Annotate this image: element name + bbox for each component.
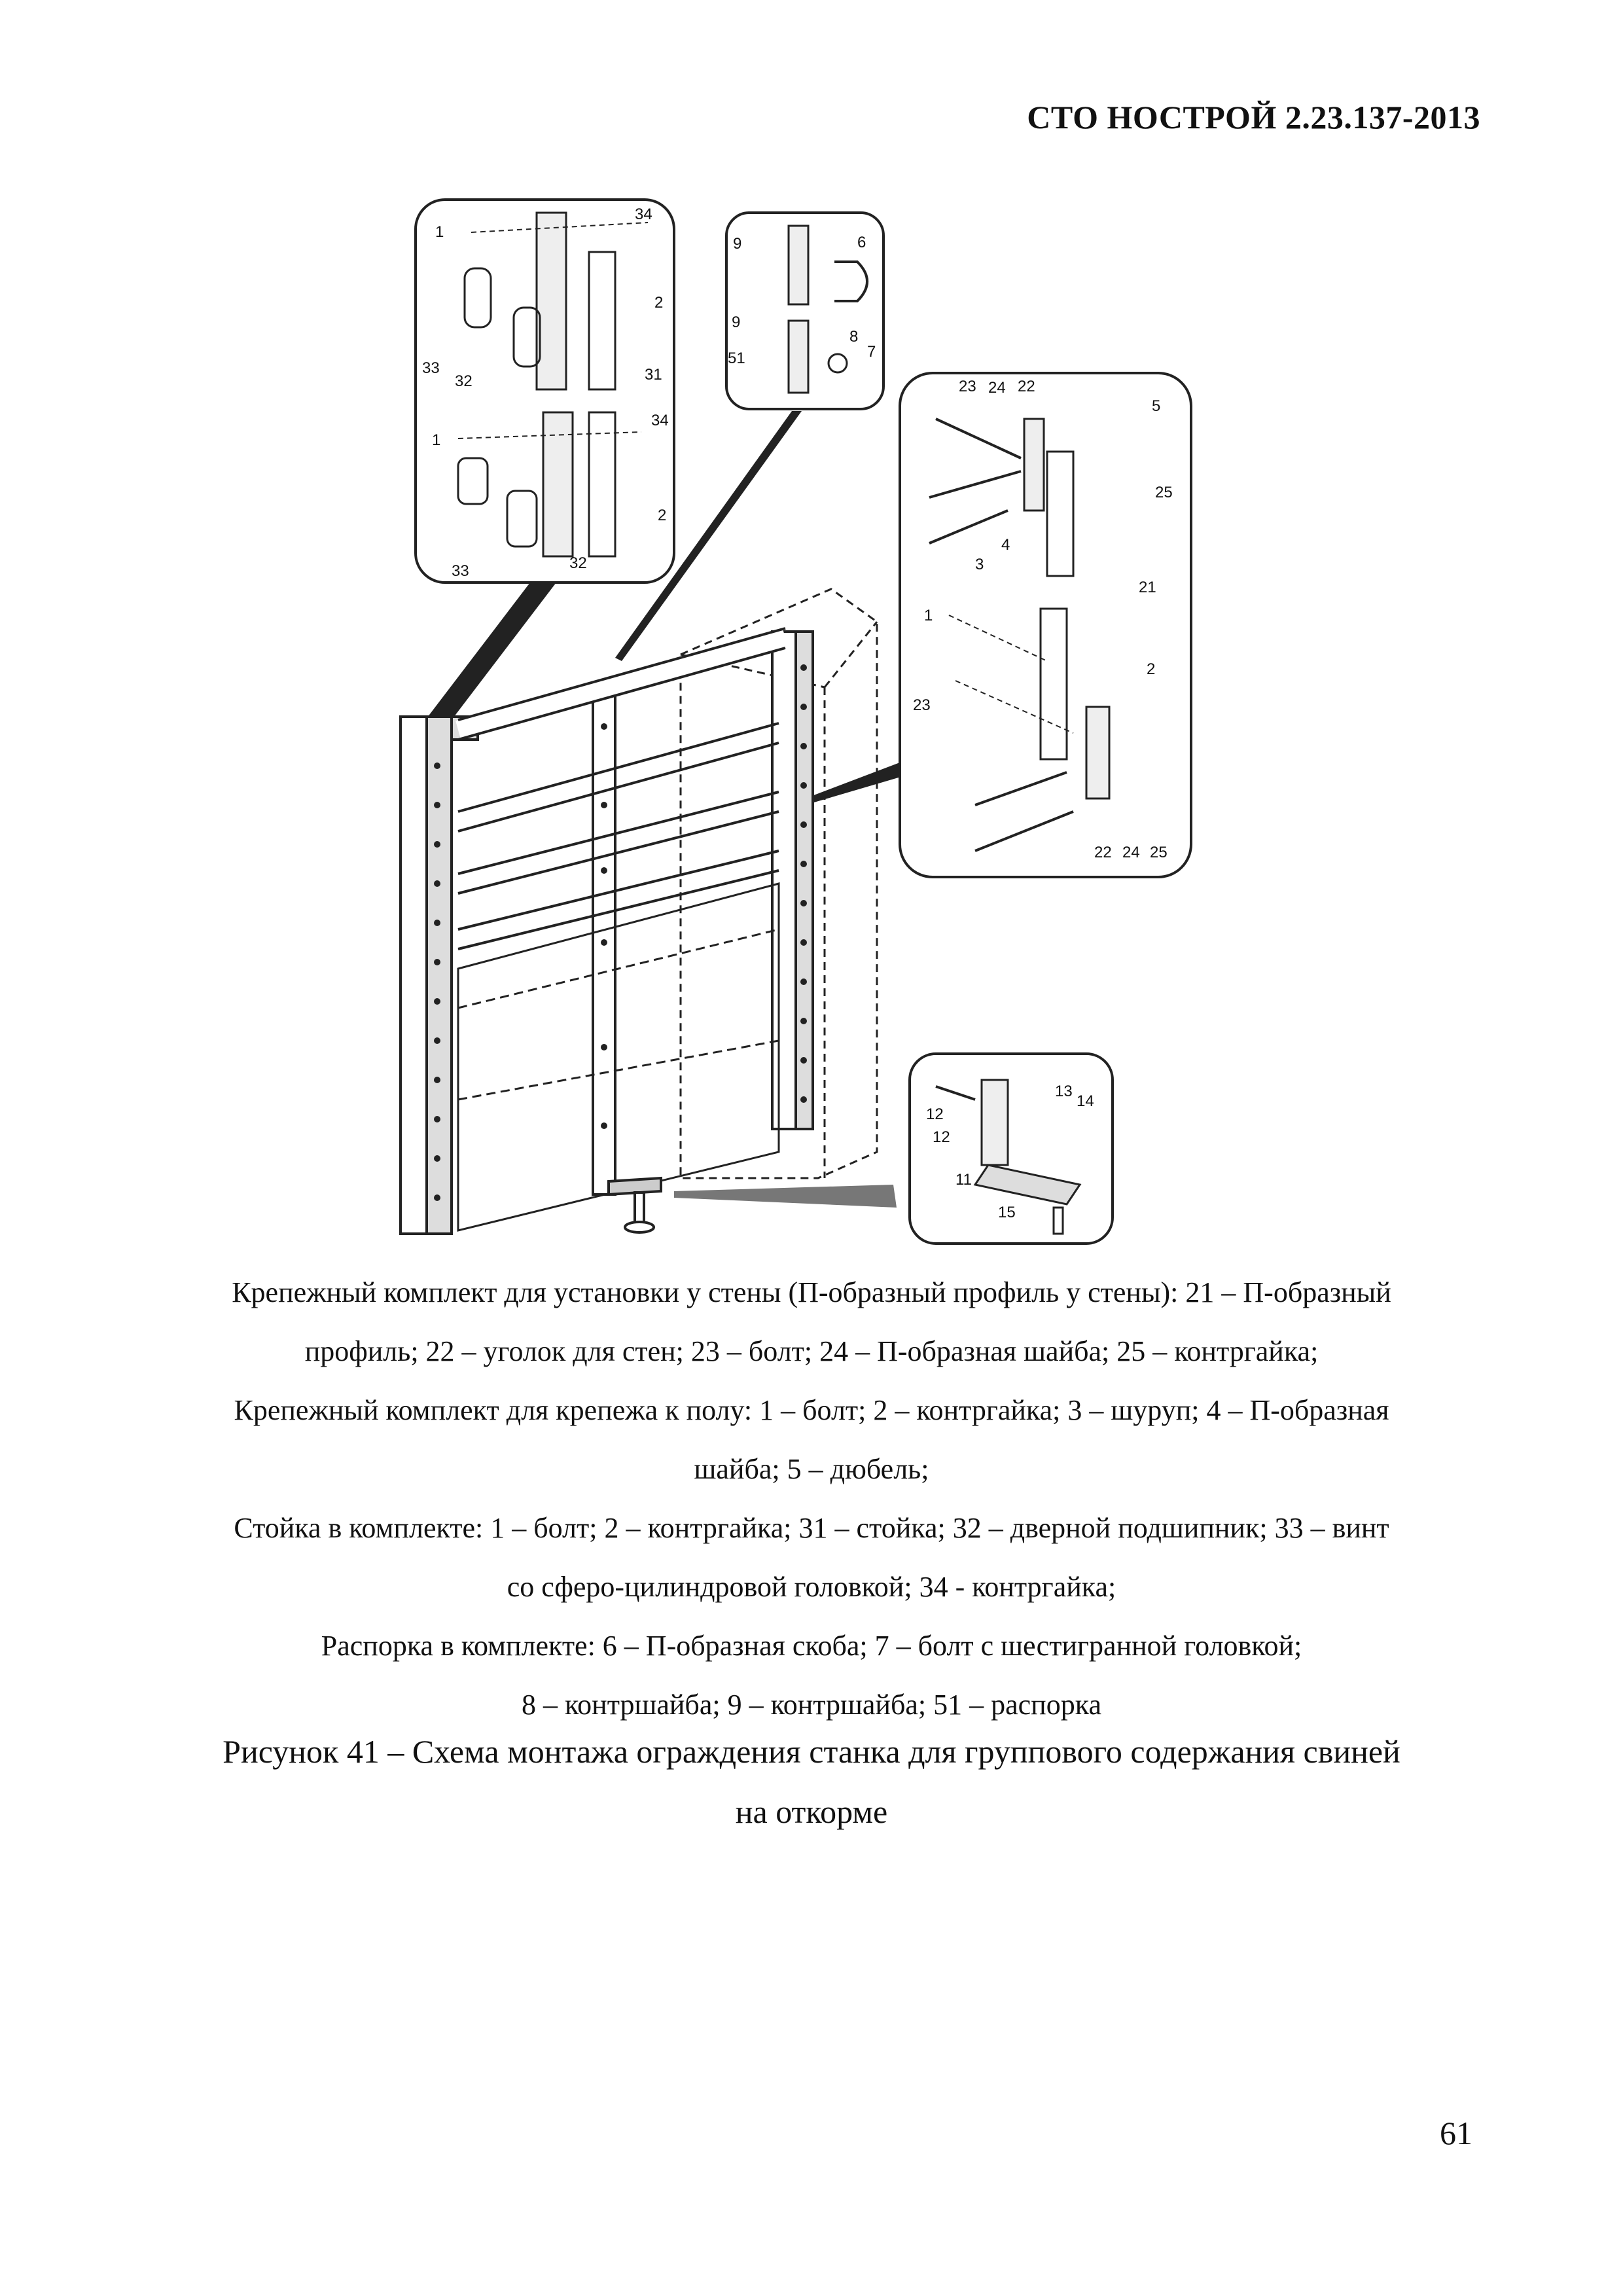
legend-line: шайба; 5 – дюбель; [694, 1453, 929, 1485]
callout-label: 2 [654, 294, 663, 312]
detail-panel-post-assembly: 1 34 2 33 32 31 1 34 2 33 32 [414, 198, 675, 584]
callout-label: 22 [1018, 378, 1035, 395]
callout-label: 23 [913, 696, 931, 714]
callout-label: 31 [645, 366, 662, 384]
callout-label: 34 [635, 206, 652, 223]
callout-label: 24 [988, 379, 1006, 397]
figure-legend: Крепежный комплект для установки у стены… [98, 1263, 1525, 1734]
callout-label: 8 [849, 328, 858, 346]
callout-label: 13 [1055, 1083, 1073, 1100]
callout-label: 23 [959, 378, 976, 395]
legend-line: со сферо-цилиндровой головкой; 34 - конт… [507, 1571, 1116, 1603]
callout-label: 32 [455, 372, 473, 390]
callout-label: 51 [728, 350, 745, 367]
callout-label: 33 [452, 562, 469, 580]
figure-caption-line: на откорме [735, 1793, 888, 1830]
callout-label: 22 [1094, 844, 1112, 861]
callout-label: 2 [1147, 660, 1155, 678]
legend-line: профиль; 22 – уголок для стен; 23 – болт… [304, 1335, 1319, 1367]
post-holes [434, 664, 807, 1201]
legend-line: Стойка в комплекте: 1 – болт; 2 – контрг… [234, 1512, 1389, 1544]
callout-label: 25 [1155, 484, 1173, 501]
document-header: СТО НОСТРОЙ 2.23.137-2013 [1027, 99, 1480, 135]
callout-label: 1 [924, 607, 933, 624]
callout-label: 2 [658, 507, 666, 524]
assembly-diagram: 1 34 2 33 32 31 1 34 2 33 32 9 6 9 51 8 … [399, 198, 1192, 1245]
callout-label: 1 [432, 431, 440, 449]
callout-label: 9 [732, 314, 740, 331]
legend-line: Распорка в комплекте: 6 – П-образная ско… [321, 1630, 1302, 1662]
detail-panel-spacer: 9 6 9 51 8 7 [725, 211, 885, 410]
callout-label: 3 [975, 556, 984, 573]
callout-label: 12 [933, 1128, 950, 1146]
callout-label: 33 [422, 359, 440, 377]
callout-label: 32 [569, 554, 587, 572]
legend-line: 8 – контршайба; 9 – контршайба; 51 – рас… [522, 1689, 1101, 1721]
figure-caption-line: Рисунок 41 – Схема монтажа ограждения ст… [223, 1733, 1400, 1770]
callout-label: 24 [1122, 844, 1140, 861]
callout-label: 14 [1077, 1092, 1094, 1110]
callout-label: 34 [651, 412, 669, 429]
legend-line: Крепежный комплект для установки у стены… [232, 1276, 1391, 1308]
callout-label: 1 [435, 223, 444, 241]
callout-label: 12 [926, 1105, 944, 1123]
page-number: 61 [1440, 2115, 1472, 2151]
figure-caption: Рисунок 41 – Схема монтажа ограждения ст… [98, 1721, 1525, 1842]
detail-panel-wall-floor-kit: 23 24 22 5 25 3 4 21 1 2 23 22 24 25 [899, 372, 1192, 878]
callout-label: 6 [857, 234, 866, 251]
callout-label: 9 [733, 235, 741, 253]
legend-line: Крепежный комплект для крепежа к полу: 1… [234, 1394, 1389, 1426]
callout-label: 21 [1139, 579, 1156, 596]
callout-label: 25 [1150, 844, 1168, 861]
pen-frame [399, 627, 814, 1235]
callout-label: 5 [1152, 397, 1160, 415]
callout-label: 4 [1001, 536, 1010, 554]
callout-label: 11 [955, 1171, 972, 1189]
detail-panel-floor-bracket: 13 12 12 14 11 15 [908, 1052, 1114, 1245]
callout-label: 15 [998, 1204, 1016, 1221]
callout-label: 7 [867, 343, 876, 361]
